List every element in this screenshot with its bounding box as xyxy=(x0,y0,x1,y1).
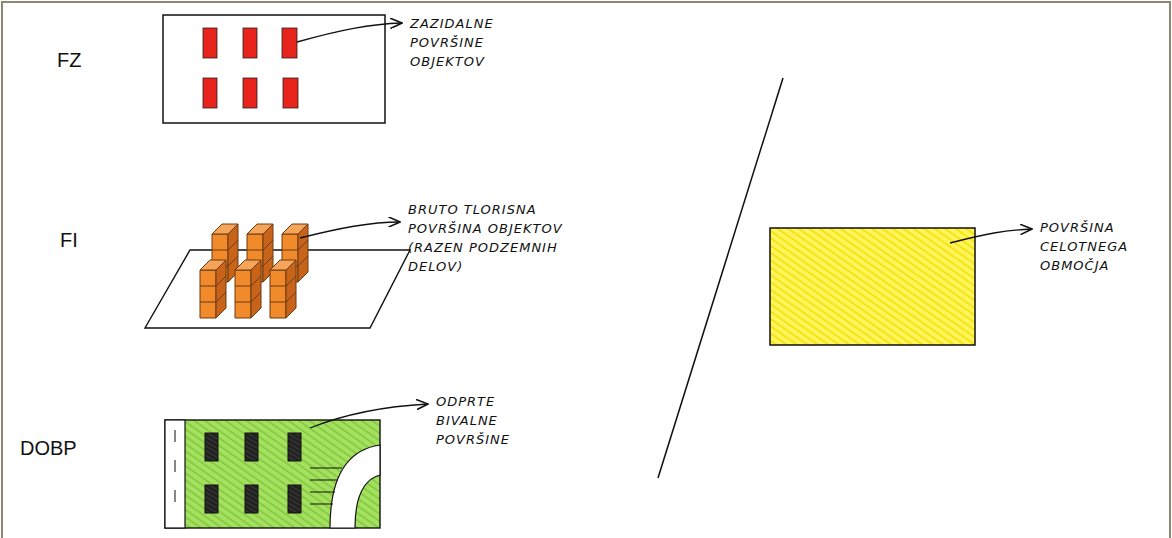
callout-note: POVRŠINA CELOTNEGA OBMOČJA xyxy=(1040,218,1152,275)
row-label: FZ xyxy=(57,49,81,72)
row-label: DOBP xyxy=(20,437,77,460)
callout-note: ODPRTE BIVALNE POVRŠINE xyxy=(436,392,556,449)
callout-note: BRUTO TLORISNA POVRŠINA OBJEKTOV (RAZEN … xyxy=(408,200,586,276)
callout-note: ZAZIDALNE POVRŠINE OBJEKTOV xyxy=(410,14,522,71)
row-label: FI xyxy=(60,229,78,252)
